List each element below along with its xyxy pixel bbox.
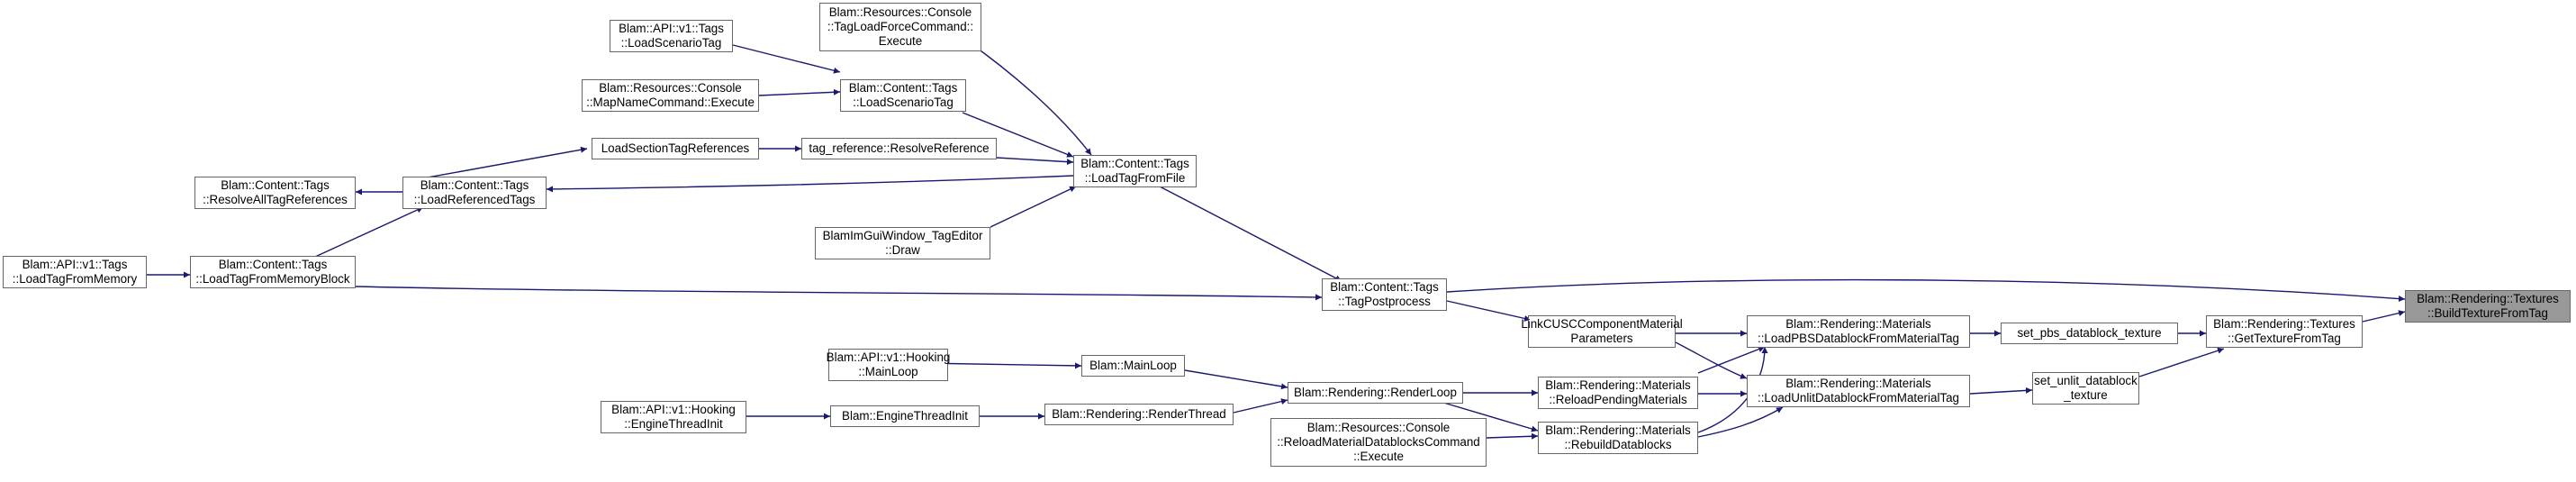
edge-get-texture-to-build-texture — [2362, 310, 2406, 323]
node-load-tag-from-file[interactable]: Blam::Content::Tags::LoadTagFromFile — [1073, 155, 1197, 187]
node-map-name-command-execute[interactable]: Blam::Resources::Console::MapNameCommand… — [582, 79, 759, 112]
node-api-load-tag-from-memory[interactable]: Blam::API::v1::Tags::LoadTagFromMemory — [3, 256, 147, 288]
node-tag-reference-resolve-reference[interactable]: tag_reference::ResolveReference — [801, 138, 997, 159]
edge-load-tag-from-file-to-load-referenced-tags — [546, 175, 1074, 193]
node-load-tag-from-memory-block[interactable]: Blam::Content::Tags::LoadTagFromMemoryBl… — [190, 256, 356, 288]
edge-reload-material-cmd-to-rebuild — [1486, 432, 1539, 440]
node-api-load-scenario-tag[interactable]: Blam::API::v1::Tags::LoadScenarioTag — [610, 20, 733, 52]
node-resolve-all-tag-references[interactable]: Blam::Content::Tags::ResolveAllTagRefere… — [194, 177, 356, 209]
edge-reload-pending-to-load-pbs — [1697, 346, 1766, 374]
node-imgui-tag-editor-draw[interactable]: BlamImGuiWindow_TagEditor::Draw — [815, 227, 990, 259]
node-tag-postprocess[interactable]: Blam::Content::Tags::TagPostprocess — [1322, 278, 1447, 311]
node-load-pbs-datablock-from-material-tag[interactable]: Blam::Rendering::Materials::LoadPBSDatab… — [1747, 315, 1970, 348]
edge-set-unlit-to-get-texture — [2138, 347, 2225, 377]
edge-tag-postprocess-to-build-texture — [1446, 278, 2406, 302]
edge-load-tag-from-memory-block-to-tag-postprocess — [355, 286, 1323, 301]
edge-rebuild-to-load-unlit — [1697, 406, 1784, 438]
edge-map-name-cmd-to-content-scenario — [758, 88, 841, 96]
edge-load-unlit-to-set-unlit — [1969, 387, 2033, 395]
node-tag-load-force-command-execute[interactable]: Blam::Resources::Console::TagLoadForceCo… — [819, 3, 981, 51]
edge-memory-block-to-load-referenced — [314, 206, 424, 258]
edge-render-loop-to-rebuild — [1440, 401, 1539, 432]
edge-load-tag-from-file-to-tag-postprocess — [1159, 186, 1342, 282]
edge-tag-postprocess-to-link-cusc — [1446, 300, 1532, 322]
edge-tag-load-force-to-load-tag-from-file — [967, 41, 1092, 156]
node-build-texture-from-tag: Blam::Rendering::Textures::BuildTextureF… — [2405, 290, 2571, 323]
node-reload-material-datablocks-command-execute[interactable]: Blam::Resources::Console::ReloadMaterial… — [1270, 418, 1487, 467]
node-get-texture-from-tag[interactable]: Blam::Rendering::Textures::GetTextureFro… — [2206, 315, 2363, 348]
node-content-load-scenario-tag[interactable]: Blam::Content::Tags::LoadScenarioTag — [840, 79, 966, 112]
node-main-loop[interactable]: Blam::MainLoop — [1081, 355, 1185, 377]
node-engine-thread-init[interactable]: Blam::EngineThreadInit — [830, 405, 980, 427]
edge-render-thread-to-render-loop — [1233, 398, 1288, 414]
edge-load-referenced-to-load-section — [402, 146, 588, 183]
edge-api-scenario-to-content-scenario — [732, 44, 841, 74]
node-set-pbs-datablock-texture[interactable]: set_pbs_datablock_texture — [2001, 323, 2178, 344]
node-api-hooking-main-loop[interactable]: Blam::API::v1::Hooking::MainLoop — [827, 349, 950, 381]
node-render-thread[interactable]: Blam::Rendering::RenderThread — [1044, 404, 1234, 425]
node-set-unlit-datablock-texture[interactable]: set_unlit_datablock_texture — [2032, 372, 2139, 405]
edge-tag-reference-to-load-tag-from-file — [996, 157, 1074, 166]
edge-main-loop-to-render-loop — [1184, 369, 1288, 390]
node-render-loop[interactable]: Blam::Rendering::RenderLoop — [1288, 382, 1463, 404]
edge-link-cusc-to-load-unlit — [1675, 341, 1748, 379]
edge-imgui-draw-to-load-tag-from-file — [990, 186, 1077, 228]
node-load-section-tag-references[interactable]: LoadSectionTagReferences — [592, 138, 759, 159]
edge-scenario-tag-to-load-tag-from-file — [962, 112, 1074, 158]
node-load-unlit-datablock-from-material-tag[interactable]: Blam::Rendering::Materials::LoadUnlitDat… — [1747, 375, 1970, 407]
node-load-referenced-tags[interactable]: Blam::Content::Tags::LoadReferencedTags — [402, 177, 547, 209]
node-rebuild-datablocks[interactable]: Blam::Rendering::Materials::RebuildDatab… — [1538, 422, 1698, 454]
node-reload-pending-materials[interactable]: Blam::Rendering::Materials::ReloadPendin… — [1538, 377, 1698, 409]
node-api-hooking-engine-thread-init[interactable]: Blam::API::v1::Hooking::EngineThreadInit — [601, 401, 746, 433]
